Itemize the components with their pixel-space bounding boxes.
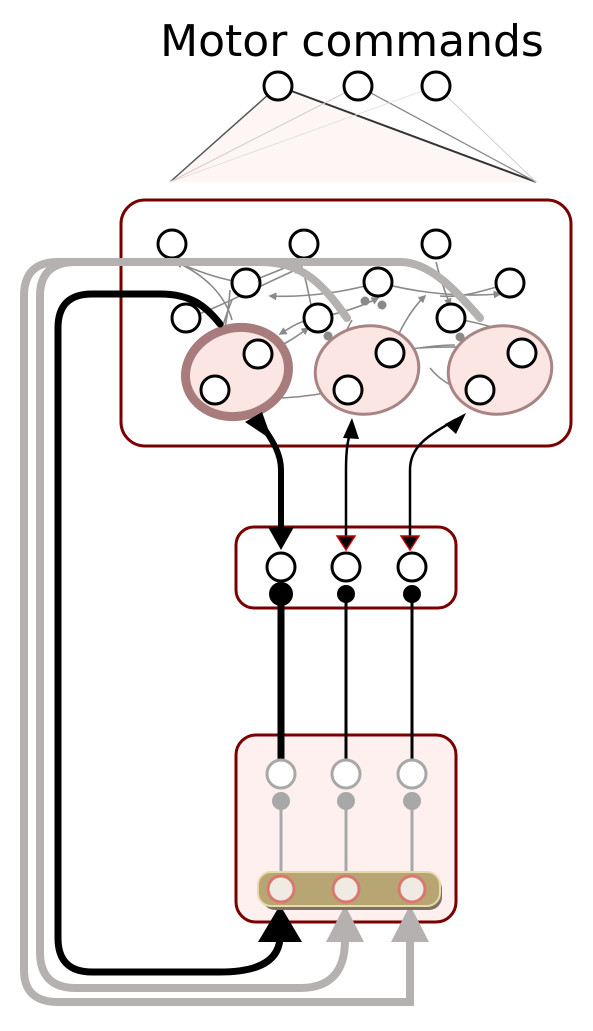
motor-neuron — [420, 70, 452, 102]
triangle-arrow-icon — [343, 418, 359, 439]
triangle-arrow-icon — [445, 413, 466, 434]
relay-synapses — [269, 582, 421, 606]
neural-clusters — [180, 322, 554, 422]
triangle-arrow-icon — [326, 905, 364, 942]
internal-synapses — [323, 296, 465, 342]
network-neuron — [362, 266, 394, 298]
network-neuron — [288, 228, 320, 260]
motor-output-projections — [169, 85, 537, 183]
bar-box-connections — [279, 800, 414, 876]
network-neuron — [242, 338, 274, 370]
relay-neuron — [330, 551, 362, 583]
network-neuron — [506, 337, 538, 369]
relay-neuron — [265, 551, 297, 583]
bar-neurons — [266, 874, 427, 904]
motor-neuron — [342, 70, 374, 102]
triangle-arrow-icon — [335, 535, 357, 552]
bar-neuron — [331, 874, 361, 904]
filled-dot-icon — [403, 792, 421, 810]
network-neuron — [156, 228, 188, 260]
gray-arrowheads — [326, 905, 429, 942]
triangle-arrow-icon — [268, 527, 294, 550]
bar-neuron — [397, 874, 427, 904]
network-neuron — [435, 302, 467, 334]
network-neuron — [332, 374, 364, 406]
muted-neuron — [265, 758, 297, 790]
network-neuron — [464, 374, 496, 406]
motor-neuron — [262, 70, 294, 102]
gray-feedback-loops — [20, 258, 484, 1006]
muted-neurons — [265, 758, 428, 790]
filled-dot-icon — [403, 585, 421, 603]
filled-dot-icon — [269, 582, 293, 606]
title: Motor commands — [160, 16, 544, 67]
muted-neuron — [330, 758, 362, 790]
relay-down-lines — [277, 590, 414, 762]
connection-arrowheads — [245, 412, 466, 552]
network-neuron — [199, 374, 231, 406]
relay-neurons — [265, 551, 428, 583]
filled-dot-icon — [272, 792, 290, 810]
muted-synapses — [272, 792, 421, 810]
motor-command-neurons — [262, 70, 452, 102]
triangle-arrow-icon — [258, 905, 302, 942]
bar-neuron — [266, 874, 296, 904]
network-neuron — [494, 267, 526, 299]
triangle-arrow-icon — [391, 905, 429, 942]
network-neuron — [420, 228, 452, 260]
network-neuron — [170, 302, 202, 334]
network-neurons — [156, 228, 538, 406]
network-neuron — [374, 337, 406, 369]
triangle-arrow-icon — [399, 535, 421, 552]
muted-neuron — [396, 758, 428, 790]
relay-neuron — [396, 551, 428, 583]
network-neuron — [302, 302, 334, 334]
filled-dot-icon — [337, 792, 355, 810]
filled-dot-icon — [337, 585, 355, 603]
network-neuron — [230, 267, 262, 299]
triangle-arrow-icon — [245, 412, 272, 440]
black-feedback-loop — [54, 290, 284, 976]
